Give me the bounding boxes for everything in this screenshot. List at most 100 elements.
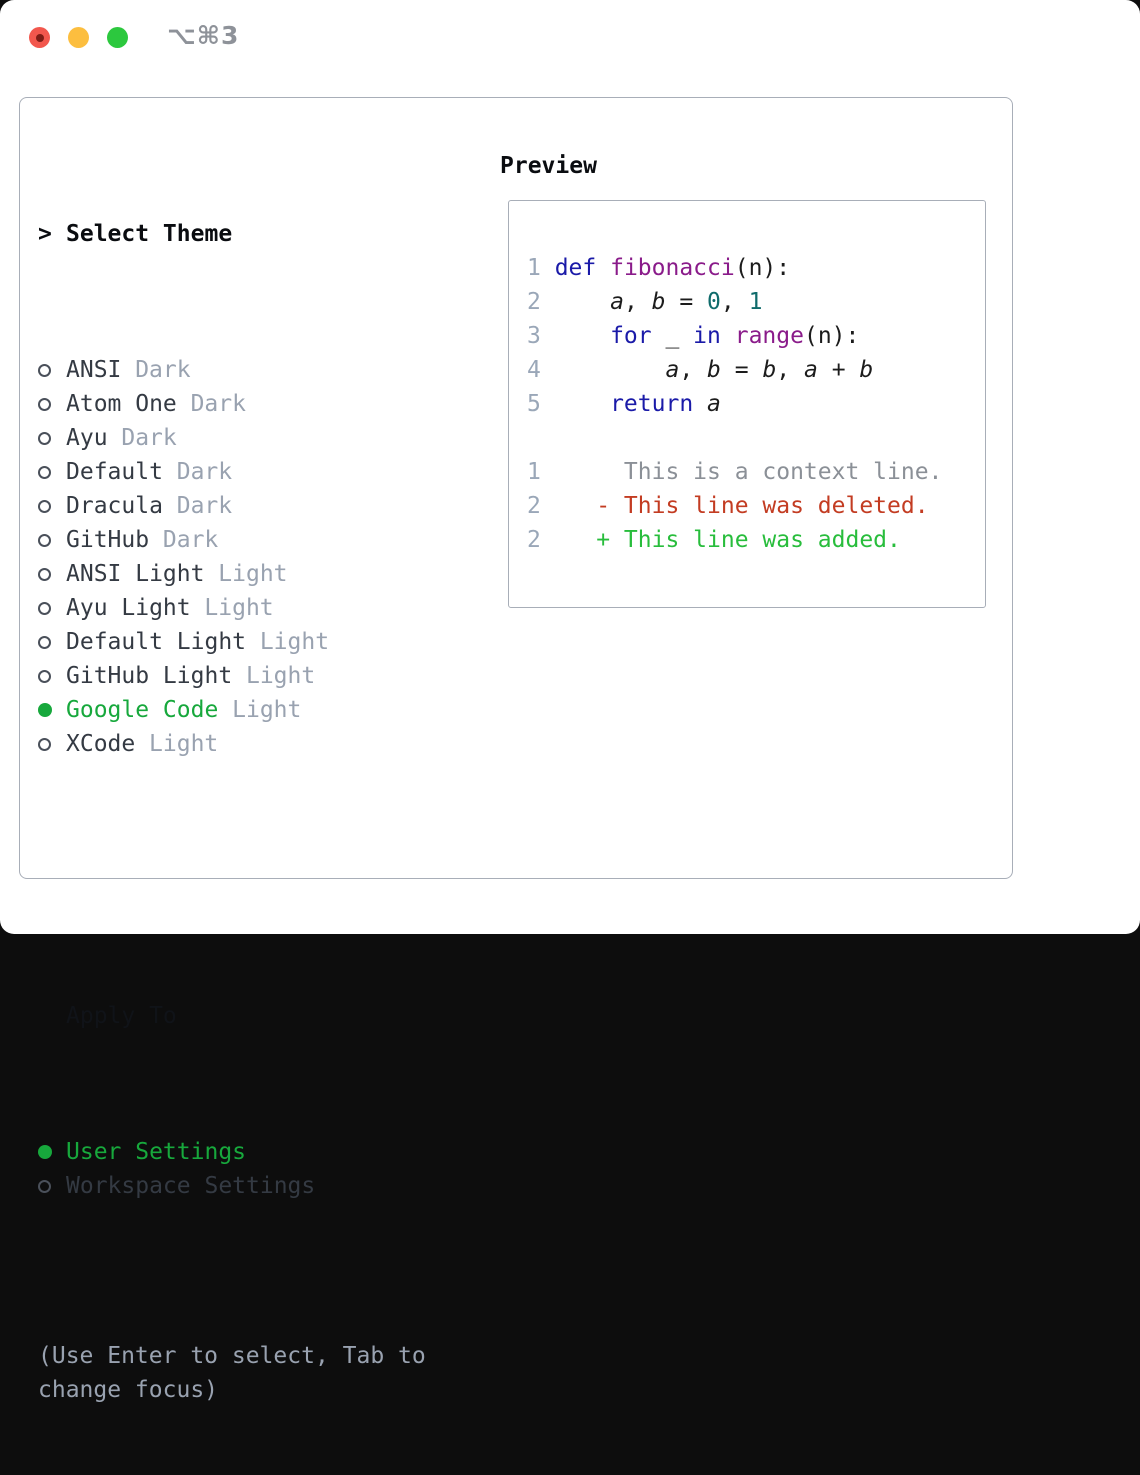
apply-option-user-settings[interactable]: User Settings <box>38 1135 478 1169</box>
zoom-button[interactable] <box>107 27 128 48</box>
minimize-button[interactable] <box>68 27 89 48</box>
item-variant-tag: Light <box>259 629 330 655</box>
code-token-plain <box>693 391 707 417</box>
apply-option-workspace-settings[interactable]: Workspace Settings <box>38 1169 478 1203</box>
item-label: Default Light <box>66 629 247 655</box>
code-token-plain: = <box>720 357 763 383</box>
theme-list-title: Select Theme <box>66 221 233 247</box>
theme-option-ansi-dark[interactable]: ANSI Dark <box>38 353 478 387</box>
item-variant-tag: Light <box>232 697 302 723</box>
radio-ring <box>38 1179 51 1193</box>
theme-option-dracula-dark[interactable]: Dracula Dark <box>38 489 478 523</box>
code-token-fn: fibonacci <box>610 255 735 281</box>
radio-icon <box>38 397 66 411</box>
item-variant-tag: Light <box>204 595 274 621</box>
item-label: GitHub <box>66 527 150 553</box>
theme-option-ansi-light-light[interactable]: ANSI Light Light <box>38 557 478 591</box>
theme-option-github-dark[interactable]: GitHub Dark <box>38 523 478 557</box>
radio-ring <box>38 533 51 547</box>
item-label: Dracula <box>66 493 163 519</box>
spacer <box>38 863 478 897</box>
code-token-var: b <box>762 357 777 383</box>
radio-selected-dot <box>38 1145 52 1159</box>
code-token-plain: + <box>817 357 860 383</box>
radio-selected-icon <box>38 703 66 717</box>
radio-ring <box>38 669 51 683</box>
radio-ring <box>38 635 51 649</box>
radio-ring <box>38 499 51 513</box>
close-button[interactable] <box>29 27 50 48</box>
titlebar: ⌥⌘3 <box>0 0 1140 60</box>
code-token-add: + This line was added. <box>554 527 901 553</box>
line-number: 2 <box>527 289 541 315</box>
item-label: User Settings <box>66 1139 247 1165</box>
code-token-plain <box>555 289 610 315</box>
code-line: 1 This is a context line. <box>527 455 942 489</box>
line-number: 1 <box>527 255 541 281</box>
code-token-kw: def <box>554 255 597 281</box>
code-token-plain: , <box>776 357 804 383</box>
code-token-plain: , <box>720 289 749 315</box>
radio-icon <box>38 635 66 649</box>
radio-ring <box>38 431 51 445</box>
line-number: 2 <box>527 527 541 553</box>
theme-option-default-light-light[interactable]: Default Light Light <box>38 625 478 659</box>
code-line: 4 a, b = b, a + b <box>527 353 942 387</box>
cursor-icon: > <box>38 221 52 247</box>
theme-list-header-row: > Select Theme <box>38 217 478 251</box>
item-variant-tag: Light <box>218 561 288 587</box>
item-variant-tag: Dark <box>121 425 177 451</box>
code-line: 5 return a <box>527 387 942 421</box>
code-token-plain <box>555 323 610 349</box>
code-token-plain <box>555 391 610 417</box>
code-token-plain: _ <box>651 323 694 349</box>
code-token-plain: , <box>679 357 708 383</box>
code-token-kw: for <box>610 323 652 349</box>
item-variant-tag: Dark <box>135 357 191 383</box>
radio-icon <box>38 567 66 581</box>
radio-icon <box>38 431 66 445</box>
theme-option-xcode-light[interactable]: XCode Light <box>38 727 478 761</box>
close-button-dot-icon <box>35 33 44 42</box>
radio-selected-dot <box>38 703 52 717</box>
item-label: Workspace Settings <box>66 1173 316 1199</box>
radio-selected-icon <box>38 1145 66 1159</box>
radio-ring <box>38 397 51 411</box>
apply-to-title: Apply To <box>66 1003 177 1029</box>
code-line: 2 + This line was added. <box>527 523 942 557</box>
code-token-plain: = <box>665 289 708 315</box>
radio-ring <box>38 465 51 479</box>
line-number: 5 <box>527 391 541 417</box>
radio-icon <box>38 533 66 547</box>
line-number: 3 <box>527 323 541 349</box>
item-variant-tag: Dark <box>176 493 233 519</box>
apply-to-header-row: Apply To <box>38 999 478 1033</box>
item-variant-tag: Light <box>149 731 219 757</box>
code-token-plain: (n): <box>803 323 860 349</box>
code-token-var: a <box>610 289 624 315</box>
radio-icon <box>38 465 66 479</box>
item-label: ANSI <box>66 357 122 383</box>
radio-ring <box>38 601 51 615</box>
item-label: Atom One <box>66 391 177 417</box>
code-token-lit: 0 <box>707 289 721 315</box>
item-variant-tag: Dark <box>162 527 219 553</box>
item-label: XCode <box>66 731 136 757</box>
code-token-plain <box>596 255 610 281</box>
radio-ring <box>38 567 51 581</box>
item-label: ANSI Light <box>66 561 205 587</box>
code-token-lit: 1 <box>748 289 763 315</box>
line-number: 1 <box>527 459 541 485</box>
line-number: 2 <box>527 493 541 519</box>
